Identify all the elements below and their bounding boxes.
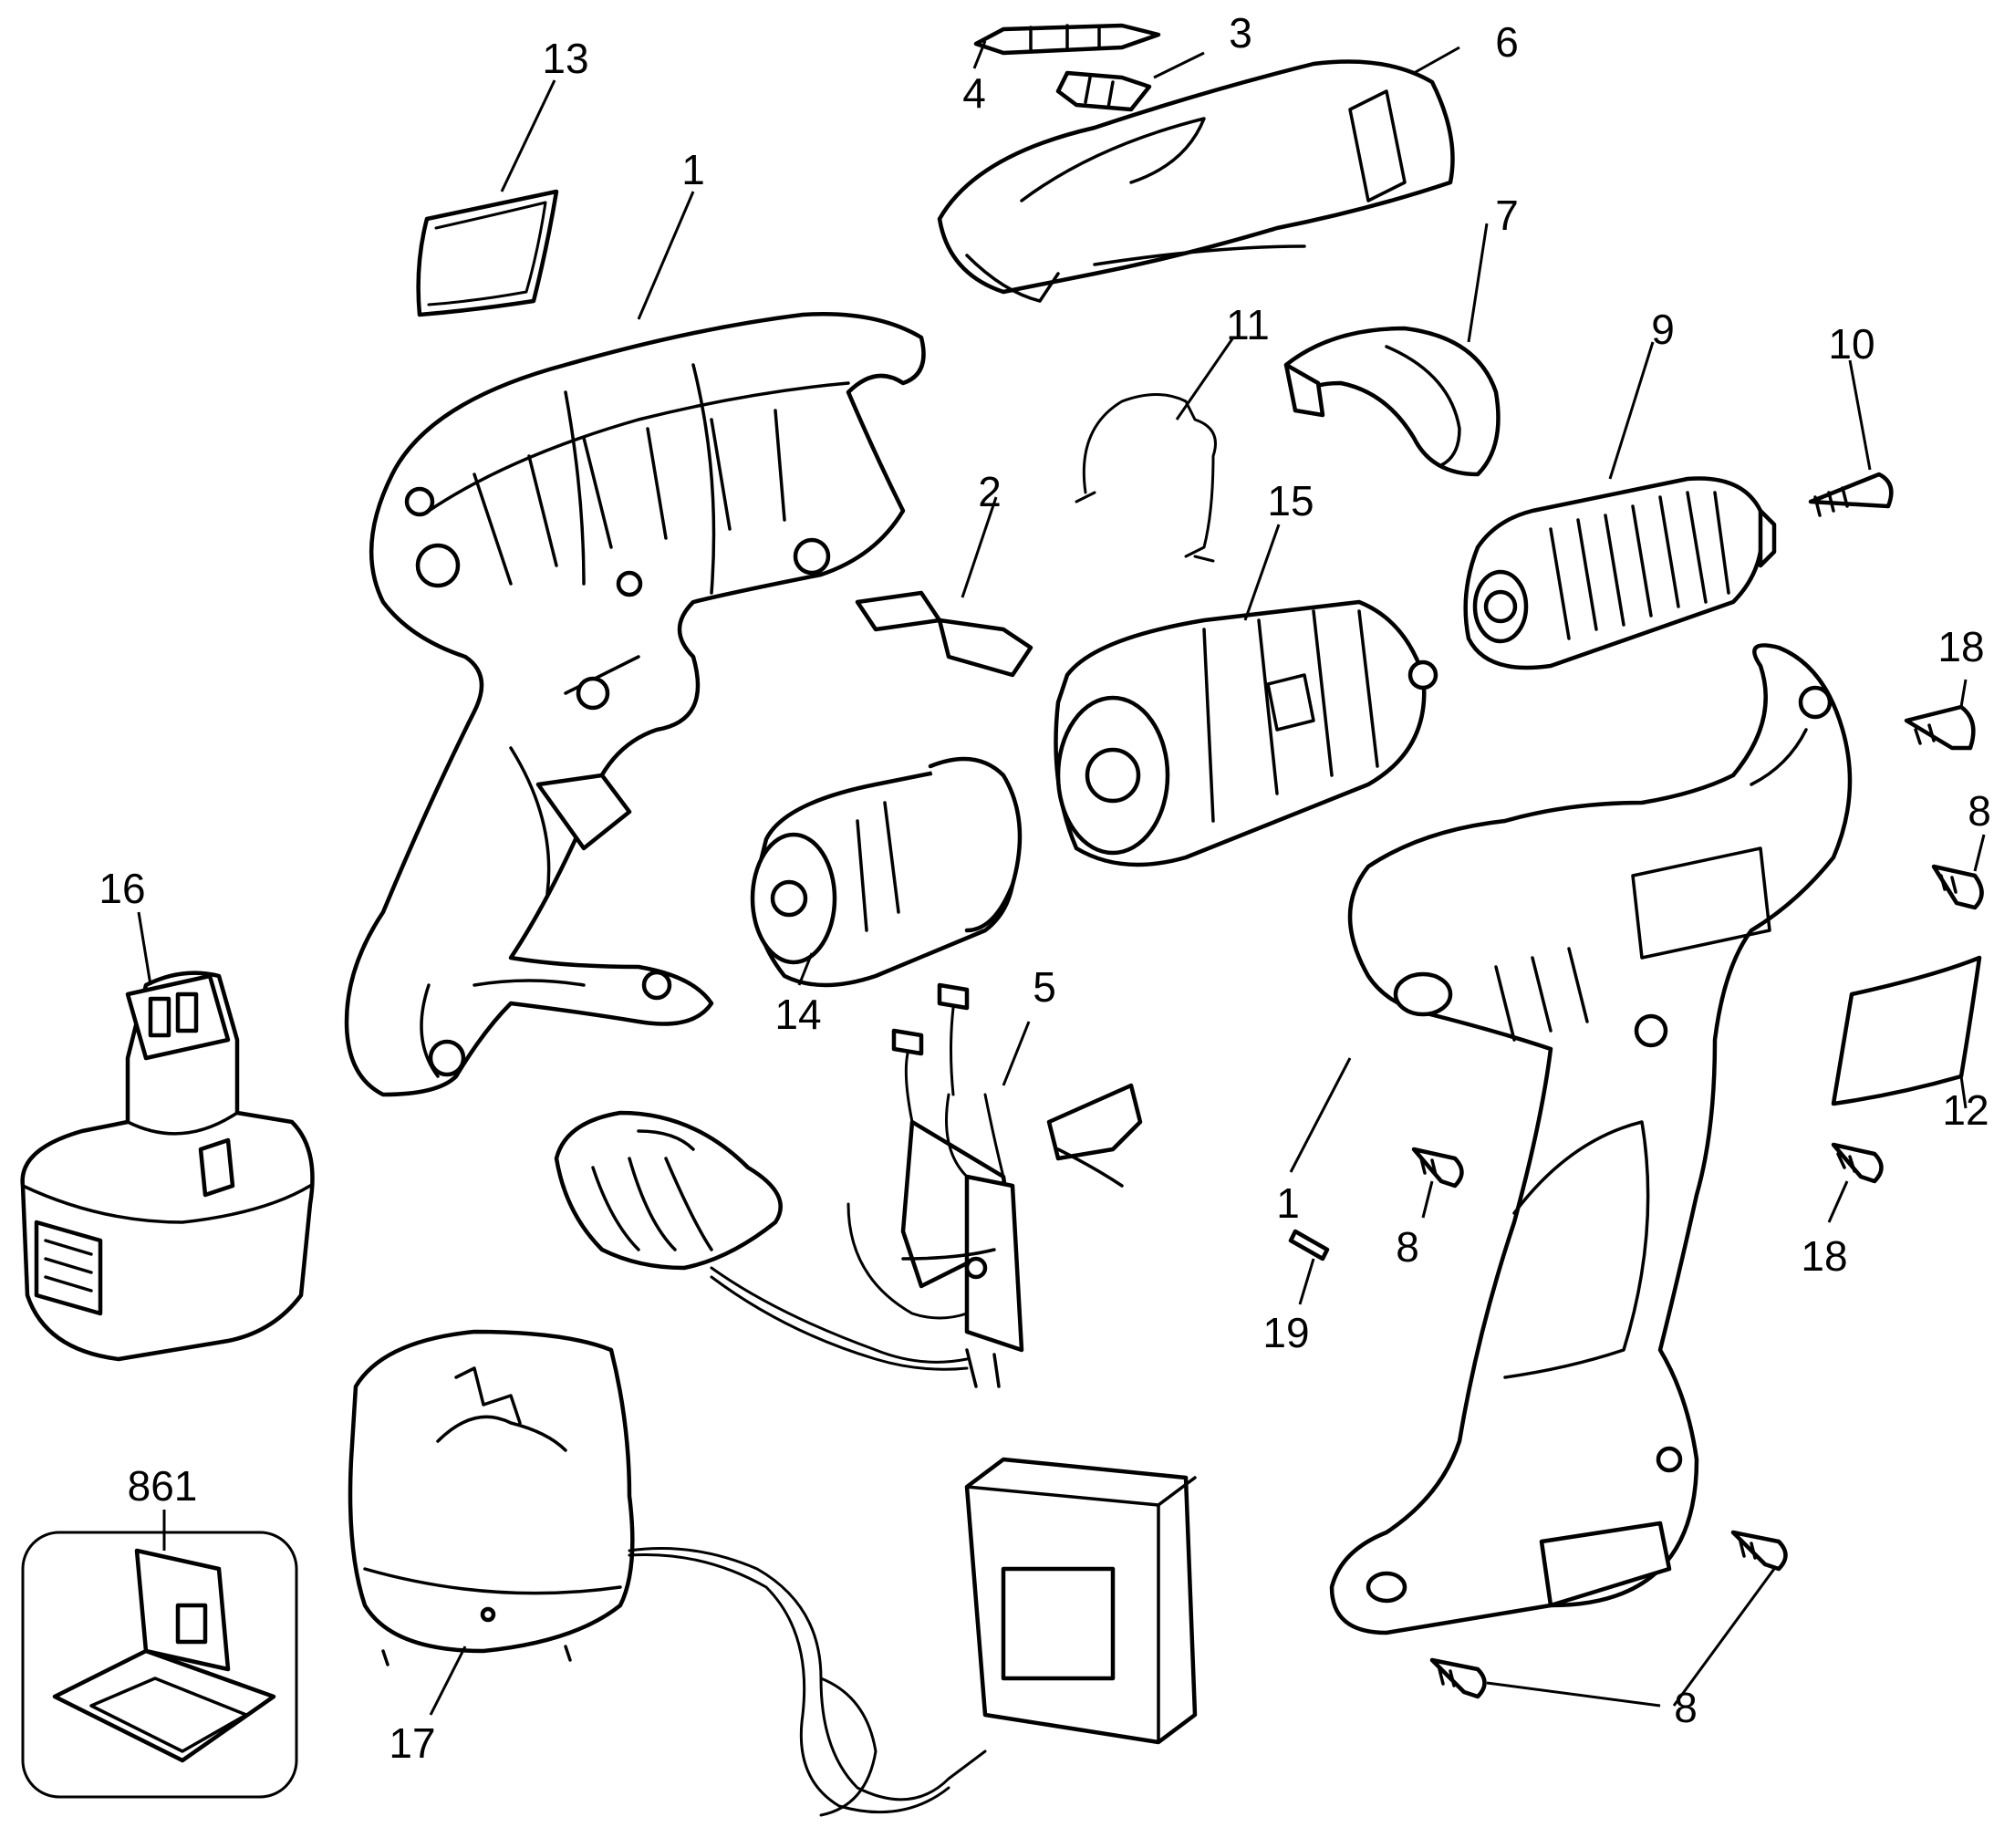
callout-12: 12 <box>1942 1086 1989 1134</box>
callout-4: 4 <box>962 69 986 117</box>
part-8-screw-d <box>1429 1657 1487 1699</box>
part-18-screw-lower <box>1831 1142 1884 1184</box>
part-18-screw-upper <box>1904 704 1976 751</box>
part-8-screw-a <box>1931 864 1984 910</box>
part-17-charger-base <box>348 1329 635 1666</box>
callout-17: 17 <box>389 1719 435 1767</box>
part-9-chuck <box>1463 476 1777 670</box>
callout-15: 15 <box>1267 477 1314 524</box>
callout-11: 11 <box>1226 301 1270 348</box>
callout-5: 5 <box>1033 963 1056 1011</box>
part-7-gear-cover <box>1283 326 1501 477</box>
part-10-screw <box>1808 472 1894 517</box>
callout-18-upper: 18 <box>1937 623 1984 670</box>
part-17-charger-cord <box>628 1547 987 1817</box>
callout-labels: 13 1 2 3 4 5 6 7 11 9 10 15 16 14 17 861… <box>99 9 1990 1767</box>
callout-861: 861 <box>128 1462 198 1510</box>
part-3-bit-holder <box>1055 70 1152 112</box>
callout-1-left: 1 <box>681 146 705 193</box>
part-16-battery-pack <box>20 971 315 1362</box>
part-1-right-housing <box>1329 643 1853 1635</box>
callout-8-c: 8 <box>1674 1684 1698 1731</box>
part-5-switch-assembly <box>710 982 1143 1388</box>
part-8-screw-c <box>1730 1530 1788 1572</box>
callout-14: 14 <box>774 991 821 1038</box>
part-11-wire-clip <box>1075 393 1217 563</box>
callout-6: 6 <box>1495 18 1519 66</box>
callout-8-b: 8 <box>1396 1223 1419 1271</box>
part-1-left-housing <box>344 312 926 1097</box>
part-19-pin <box>1288 1229 1330 1261</box>
callout-7: 7 <box>1495 192 1519 239</box>
callout-8-a: 8 <box>1968 787 1991 835</box>
callout-19: 19 <box>1262 1309 1309 1356</box>
part-2-switch-lever <box>855 590 1033 678</box>
part-8-screw-b <box>1411 1147 1464 1189</box>
callout-2: 2 <box>978 468 1002 515</box>
part-6-top-cover <box>937 59 1455 303</box>
callout-18-lower: 18 <box>1801 1232 1847 1280</box>
callout-3: 3 <box>1229 9 1252 57</box>
part-14-motor <box>750 756 1023 988</box>
part-5-trigger-cover <box>554 1110 783 1271</box>
callout-1-right: 1 <box>1276 1179 1300 1227</box>
callout-10: 10 <box>1828 320 1875 368</box>
leader-lines <box>137 40 1986 1716</box>
callout-16: 16 <box>99 865 145 912</box>
part-12-label <box>1831 955 1982 1106</box>
part-13-label-plate <box>416 189 559 317</box>
part-4-drill-bit <box>973 23 1161 56</box>
part-15-gearbox <box>1054 599 1438 867</box>
part-861-carrying-case <box>21 1531 298 1799</box>
part-17-transformer <box>964 1457 1198 1745</box>
callout-9: 9 <box>1651 306 1675 353</box>
callout-13: 13 <box>542 35 588 82</box>
